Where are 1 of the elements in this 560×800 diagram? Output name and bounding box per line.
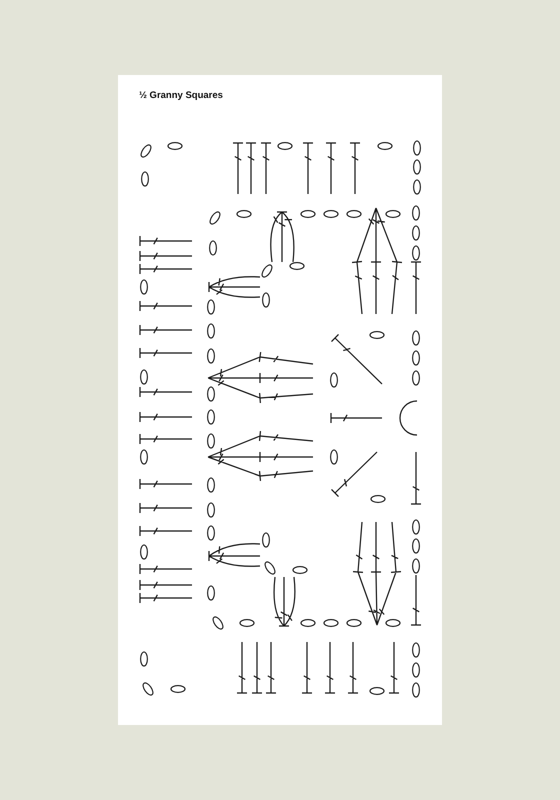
chart-title: ½ Granny Squares bbox=[139, 90, 223, 102]
